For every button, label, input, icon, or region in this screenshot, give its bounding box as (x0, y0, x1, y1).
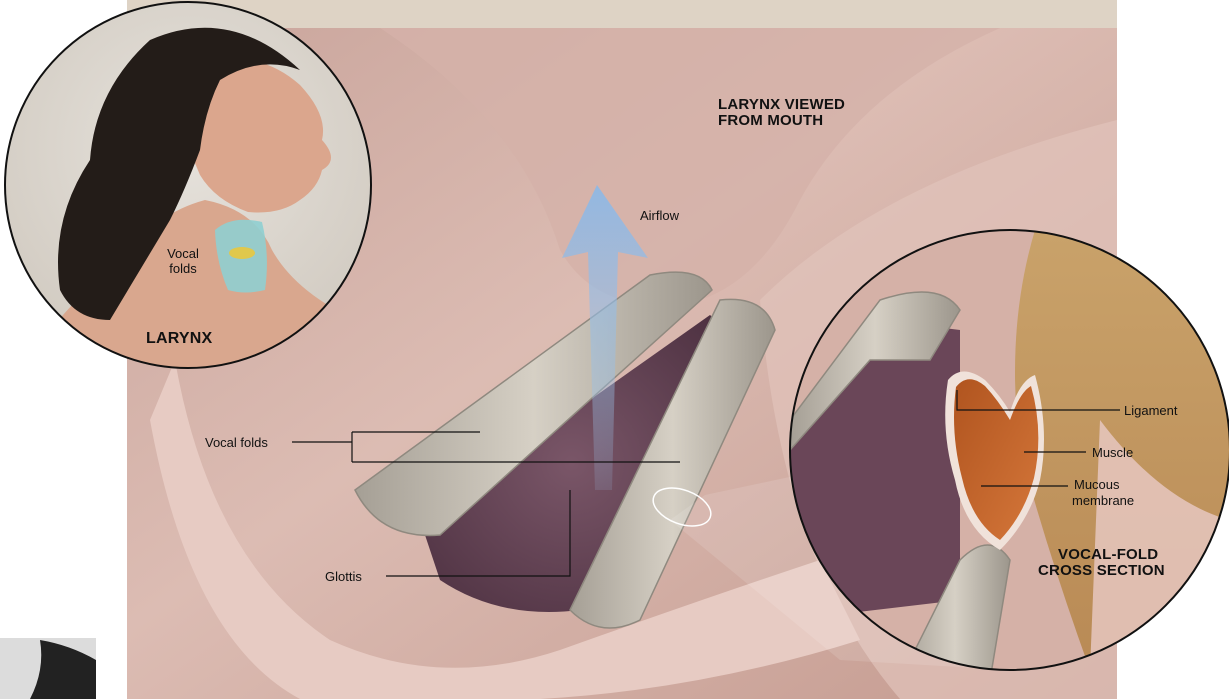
inset-vocal-folds-text: Vocal folds (158, 246, 208, 276)
mucous-label-line1: Mucous (1074, 477, 1120, 492)
main-view-title-line2: FROM MOUTH (718, 113, 823, 128)
glottis-label: Glottis (325, 569, 362, 584)
airflow-label: Airflow (640, 208, 679, 223)
cross-section-title-line2: CROSS SECTION (1038, 563, 1165, 578)
main-view-title-line1: LARYNX VIEWED (718, 97, 845, 112)
vocal-fold-highlight (229, 247, 255, 259)
cross-section-title-line1: VOCAL-FOLD (1058, 547, 1158, 562)
larynx-inset-title: LARYNX (146, 331, 212, 346)
mucous-label-line2: membrane (1072, 493, 1134, 508)
muscle-label: Muscle (1092, 445, 1133, 460)
inset-vocal-folds-label: Vocal folds (158, 246, 208, 276)
vocal-folds-label: Vocal folds (205, 435, 268, 450)
ligament-label: Ligament (1124, 403, 1177, 418)
